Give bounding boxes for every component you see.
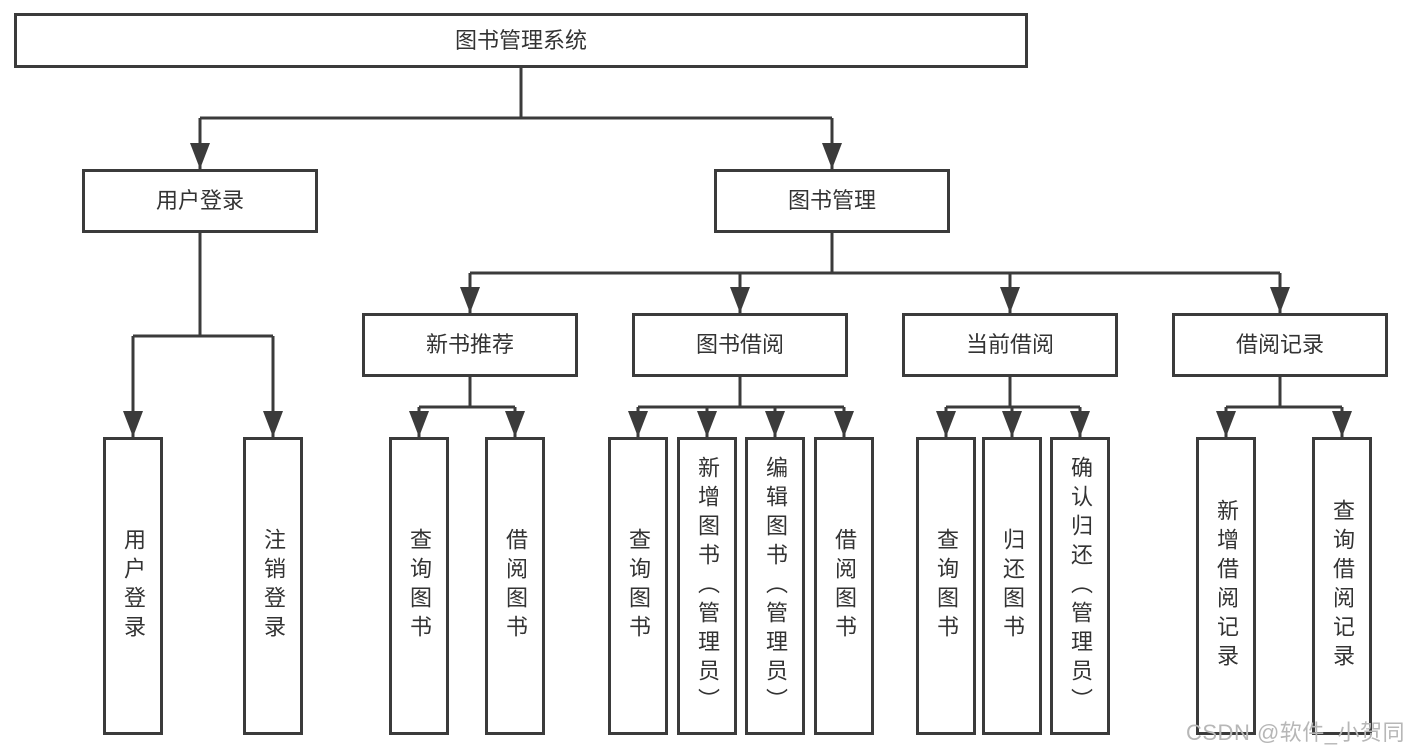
node-label: 图书管理系统	[454, 27, 587, 53]
node-book-borrow: 图书借阅	[632, 313, 848, 377]
node-query-books-borrow: 查询图书	[608, 437, 668, 735]
node-label: 查询图书	[626, 528, 651, 644]
arrowhead-icon	[263, 411, 283, 437]
arrowheads	[123, 143, 1352, 437]
node-label: 查询借阅记录	[1330, 499, 1355, 673]
node-label: 用户登录	[155, 188, 244, 213]
node-add-book-admin: 新增图书（管理员）	[677, 437, 737, 735]
node-label: 查询图书	[407, 528, 432, 644]
node-label: 确认归还（管理员）	[1068, 455, 1093, 717]
csdn-watermark: CSDN @软件_小贺同学	[1186, 720, 1405, 745]
arrowhead-icon	[822, 143, 842, 169]
node-query-borrow-record: 查询借阅记录	[1312, 437, 1372, 735]
node-logout: 注销登录	[243, 437, 303, 735]
node-root-library-system: 图书管理系统	[14, 13, 1028, 68]
node-return-book: 归还图书	[982, 437, 1042, 735]
arrowhead-icon	[409, 411, 429, 437]
arrowhead-icon	[834, 411, 854, 437]
node-label: 查询图书	[934, 528, 959, 644]
arrowhead-icon	[1270, 287, 1290, 313]
node-label: 用户登录	[121, 528, 146, 644]
node-label: 注销登录	[261, 528, 286, 644]
connector-userlogin-to-leaves	[131, 233, 275, 437]
arrowhead-icon	[936, 411, 956, 437]
connector-records-to-leaves	[1224, 377, 1344, 437]
node-label: 图书借阅	[695, 332, 784, 357]
arrowhead-icon	[628, 411, 648, 437]
node-label: 新书推荐	[425, 332, 514, 357]
arrowhead-icon	[730, 287, 750, 313]
node-book-management: 图书管理	[714, 169, 950, 233]
connector-root-to-level2	[198, 68, 834, 169]
node-label: 归还图书	[1000, 528, 1025, 644]
arrowhead-icon	[505, 411, 525, 437]
node-current-borrow: 当前借阅	[902, 313, 1118, 377]
node-label: 借阅记录	[1235, 332, 1324, 357]
node-borrow-books-leaf: 借阅图书	[814, 437, 874, 735]
arrowhead-icon	[123, 411, 143, 437]
node-label: 借阅图书	[503, 528, 528, 644]
arrowhead-icon	[1002, 411, 1022, 437]
node-query-books-current: 查询图书	[916, 437, 976, 735]
node-label: 编辑图书（管理员）	[763, 455, 788, 717]
node-edit-book-admin: 编辑图书（管理员）	[745, 437, 805, 735]
node-label: 图书管理	[787, 188, 876, 213]
connector-borrow-to-leaves	[636, 377, 846, 437]
arrowhead-icon	[190, 143, 210, 169]
node-label: 新增借阅记录	[1214, 499, 1239, 673]
arrowhead-icon	[1000, 287, 1020, 313]
node-user-login-leaf: 用户登录	[103, 437, 163, 735]
node-add-borrow-record: 新增借阅记录	[1196, 437, 1256, 735]
arrowhead-icon	[460, 287, 480, 313]
node-user-login: 用户登录	[82, 169, 318, 233]
node-label: 借阅图书	[832, 528, 857, 644]
arrowhead-icon	[1070, 411, 1090, 437]
node-borrow-records: 借阅记录	[1172, 313, 1388, 377]
arrowhead-icon	[1216, 411, 1236, 437]
node-confirm-return-admin: 确认归还（管理员）	[1050, 437, 1110, 735]
arrowhead-icon	[697, 411, 717, 437]
node-label: 新增图书（管理员）	[695, 455, 720, 717]
connector-bookmgmt-to-level3	[468, 233, 1282, 313]
arrowhead-icon	[765, 411, 785, 437]
connector-recommend-to-leaves	[417, 377, 517, 437]
node-borrow-books-recommend: 借阅图书	[485, 437, 545, 735]
arrowhead-icon	[1332, 411, 1352, 437]
node-query-books-recommend: 查询图书	[389, 437, 449, 735]
node-new-book-recommend: 新书推荐	[362, 313, 578, 377]
node-label: 当前借阅	[965, 332, 1054, 357]
